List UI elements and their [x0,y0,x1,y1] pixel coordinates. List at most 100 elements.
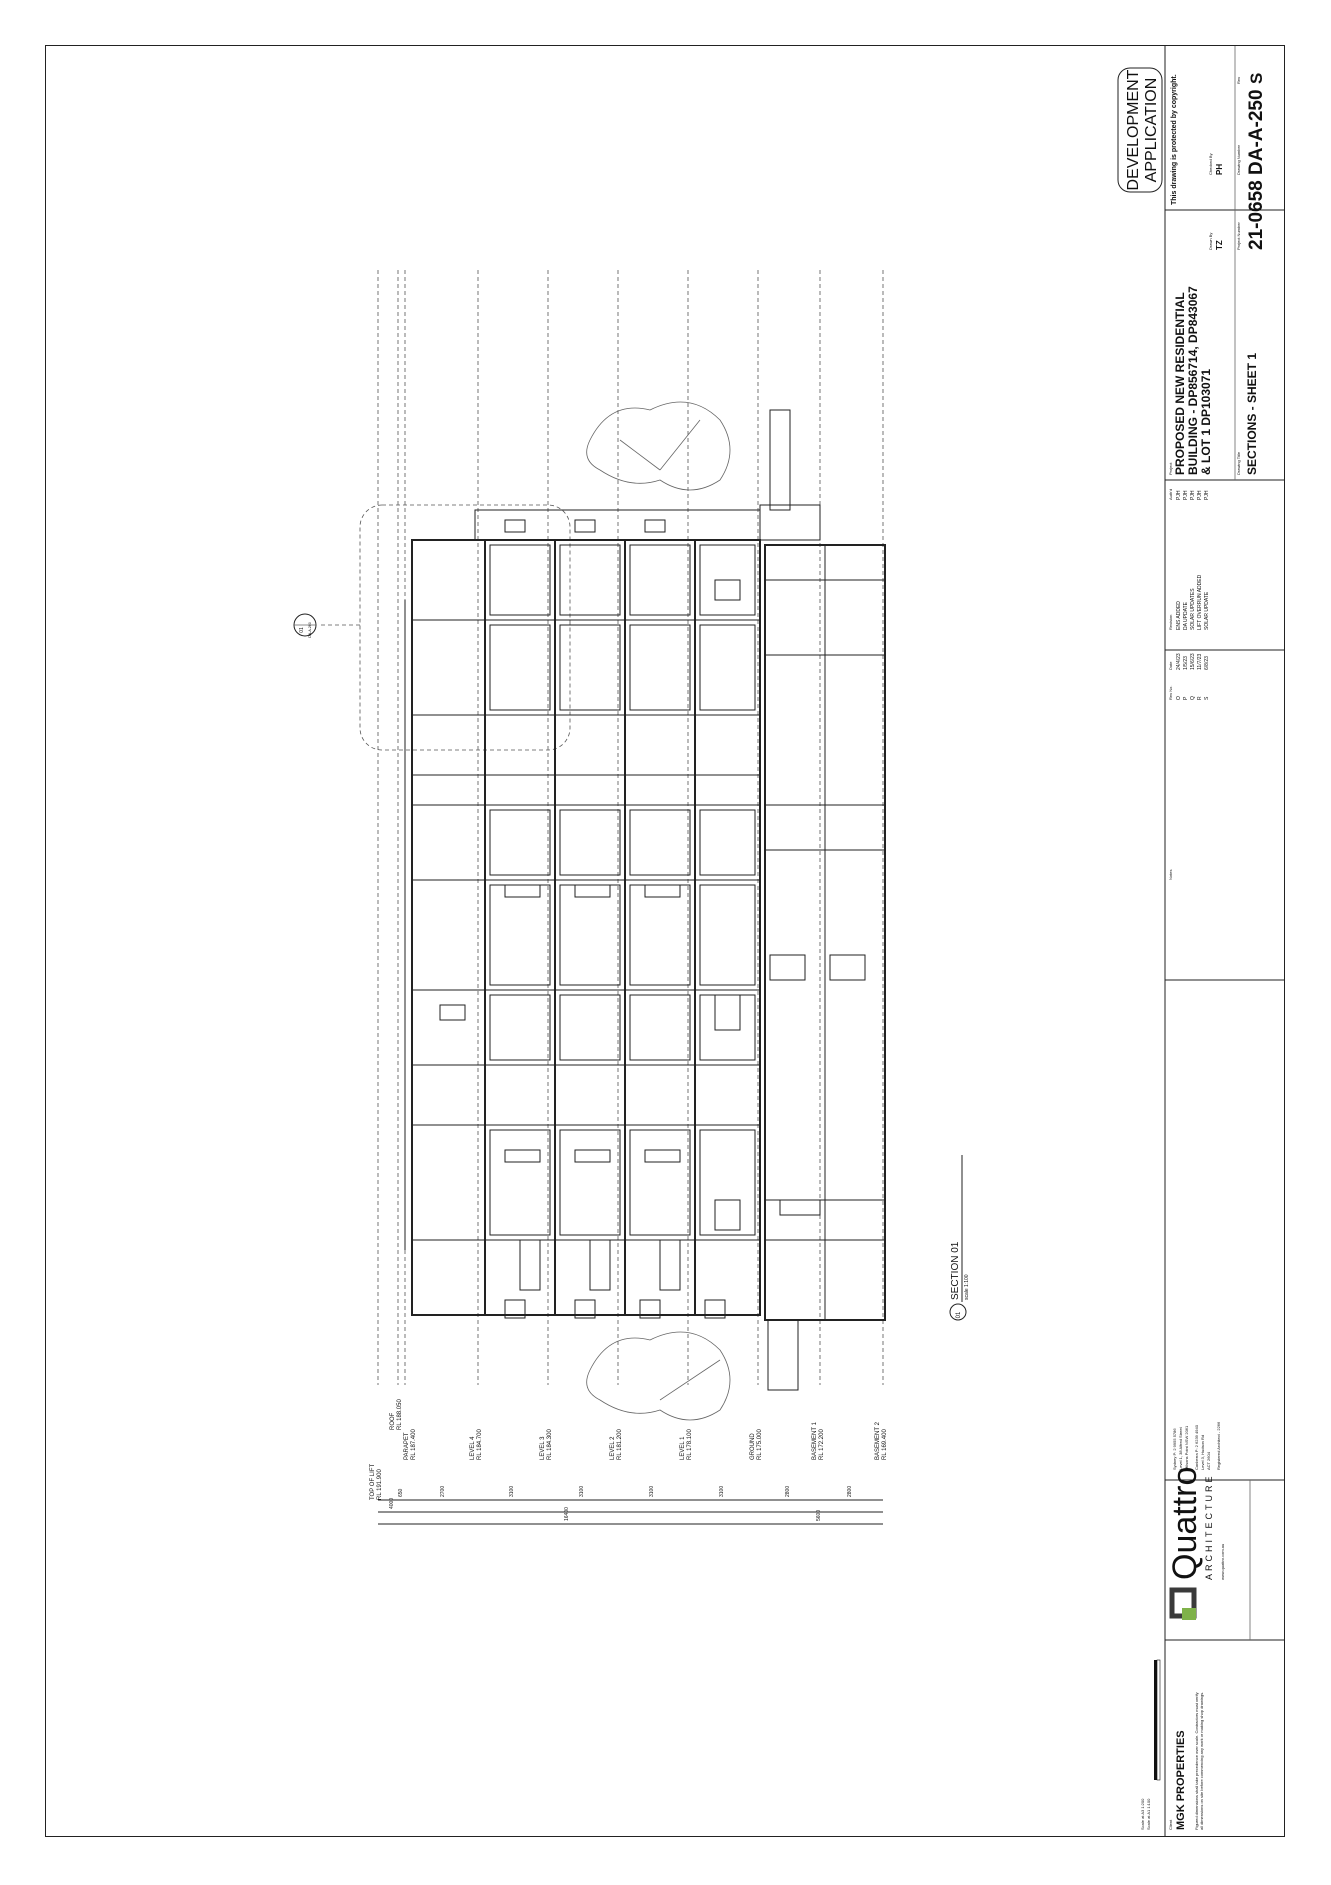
dim-overall-above: 16400 [564,1507,570,1521]
svg-text:PJH: PJH [1204,490,1210,500]
level-name: BASEMENT 1 [812,1421,818,1460]
disclaimer-line1: Figured dimensions shall take precedence… [1194,1692,1199,1830]
dim-overall-below: 5600 [816,1510,822,1521]
level-name: LEVEL 1 [680,1436,686,1460]
scale-a3: Scale at A3 1:200 [1140,1798,1145,1830]
level-name: TOP OF LIFT [370,1464,376,1500]
svg-text:11/7/23: 11/7/23 [1197,653,1203,670]
level-lines [377,270,884,1385]
drawn-by: TZ [1215,240,1224,250]
checked-by: PH [1215,164,1224,175]
dim-segment: 650 [398,1488,404,1497]
level-name: ROOF [390,1412,396,1430]
level-labels: TOP OF LIFT RL 191.900 ROOF RL 188.050 P… [370,1399,888,1500]
svg-text:LIFT OVERRUN ADDED: LIFT OVERRUN ADDED [1197,574,1203,630]
project-info: Project PROPOSED NEW RESIDENTIAL BUILDIN… [1168,286,1259,475]
title-block [1164,46,1284,1836]
level-rl: RL 188.050 [397,1399,403,1430]
level-name: GROUND [750,1433,756,1460]
revision-table: Rev No. Date Revision Auth'd O 24/4/23 E… [1168,489,1210,700]
level-name: LEVEL 3 [540,1436,546,1460]
revision-row: Q 15/6/23 SOLAR UPDATES PJH [1190,490,1196,700]
project-line1: PROPOSED NEW RESIDENTIAL [1173,292,1187,475]
svg-text:Level 3, Hudson Rd: Level 3, Hudson Rd [1200,1435,1205,1470]
svg-text:PJH: PJH [1183,490,1189,500]
level-name: BASEMENT 2 [875,1421,881,1460]
disclaimer-line2: all dimensions on site before commencing… [1199,1692,1204,1830]
client-label: Client [1168,1819,1173,1830]
svg-text:Canberra P: 2 6239 4940: Canberra P: 2 6239 4940 [1194,1424,1199,1470]
dim-top: 4000 [389,1498,395,1509]
drawing-title-label: Drawing Title [1236,451,1241,475]
level-rl: RL 184.700 [477,1429,483,1460]
svg-text:6/8/23: 6/8/23 [1204,656,1210,670]
drawing-number: DA-A-250 [1246,89,1267,175]
callout-number: 01 [299,627,305,633]
logo-name: Quattro [1166,1467,1204,1580]
notes-label: Notes [1168,870,1173,880]
section-title: 01 SECTION 01 scale 1:100 [949,1155,970,1321]
revision-row: S 6/8/23 SOLAR UPDATE PJH [1204,490,1210,700]
level-name: LEVEL 2 [610,1436,616,1460]
svg-text:SOLAR UPDATE: SOLAR UPDATE [1204,591,1210,630]
svg-text:S: S [1204,696,1210,700]
dim-segment: 3100 [509,1486,515,1497]
quattro-logo-icon [1169,1587,1197,1620]
svg-text:PJH: PJH [1176,490,1182,500]
section-number: 01 [956,1311,962,1318]
project-label: Project [1168,462,1173,475]
development-application-stamp: DEVELOPMENT APPLICATION [1117,67,1163,193]
svg-text:Sydney P: 2 9955 5786: Sydney P: 2 9955 5786 [1172,1428,1177,1470]
svg-text:Registered Architect - 2266: Registered Architect - 2266 [1216,1421,1221,1470]
client-block: Client MGK PROPERTIES Figured dimensions… [1140,1659,1204,1830]
svg-text:ACT 2604: ACT 2604 [1206,1451,1211,1470]
svg-text:Level 1, 38 Alfred Street: Level 1, 38 Alfred Street [1178,1426,1183,1470]
level-rl: RL 181.200 [617,1429,623,1460]
logo-subtitle: ARCHITECTURE [1204,1473,1214,1580]
level-rl: RL 187.400 [411,1429,417,1460]
tree-outline-icon [586,401,731,491]
dim-segment: 2800 [785,1486,791,1497]
level-rl: RL 191.900 [377,1469,383,1500]
rev-header-authd: Auth'd [1168,489,1173,500]
lift-overrun-callout-box [359,504,571,751]
dim-segment: 2800 [847,1486,853,1497]
callout-marker: 01 DA-A-260 [293,613,317,638]
level-name: LEVEL 4 [470,1436,476,1460]
drawn-by-label: Drawn By [1208,233,1213,250]
revision-row: P 1/5/23 DA UPDATE PJH [1183,490,1189,700]
dimension-strings: 4000 650 2700 3100 3100 3100 3100 2800 2… [378,1486,883,1525]
project-line3: & LOT 1 DP103071 [1199,369,1213,475]
svg-text:DA UPDATE: DA UPDATE [1183,601,1189,630]
svg-text:Milsons Point NSW 2061: Milsons Point NSW 2061 [1184,1425,1189,1470]
stair-hatch [439,1004,821,1291]
callout-ref: DA-A-260 [308,622,312,637]
rev-header-revision: Revision [1168,615,1173,630]
svg-text:1/5/23: 1/5/23 [1183,656,1189,670]
logo-web: www.quattro.com.au [1220,1544,1225,1580]
revision-row: R 11/7/23 LIFT OVERRUN ADDED PJH [1197,490,1203,700]
checked-by-label: Checked By [1208,153,1213,175]
dim-segment: 3100 [579,1486,585,1497]
svg-text:R: R [1197,696,1203,700]
revision-row: O 24/4/23 ENS ADDED PJH [1176,490,1182,700]
building-section [404,409,886,1391]
scale-bar [1154,1659,1161,1781]
rev-header-date: Date [1168,661,1173,670]
rev: S [1247,73,1266,84]
svg-text:Q: Q [1190,696,1196,700]
scale-a1: Scale at A1 1:100 [1146,1798,1151,1830]
drawing-sheet-border [45,45,1285,1837]
level-rl: RL 184.300 [547,1429,553,1460]
svg-text:24/4/23: 24/4/23 [1176,653,1182,670]
drawing-info: Drawn By TZ Checked By PH Project Number… [1208,73,1267,250]
stamp-line2: APPLICATION [1143,78,1160,183]
level-rl: RL 172.200 [819,1429,825,1460]
level-rl: RL 178.100 [687,1429,693,1460]
level-rl: RL 175.000 [757,1429,763,1460]
level-rl: RL 169.400 [882,1429,888,1460]
svg-text:P: P [1183,696,1189,700]
stamp-line1: DEVELOPMENT [1125,69,1142,190]
project-line2: BUILDING - DP856714, DP843067 [1186,286,1200,475]
